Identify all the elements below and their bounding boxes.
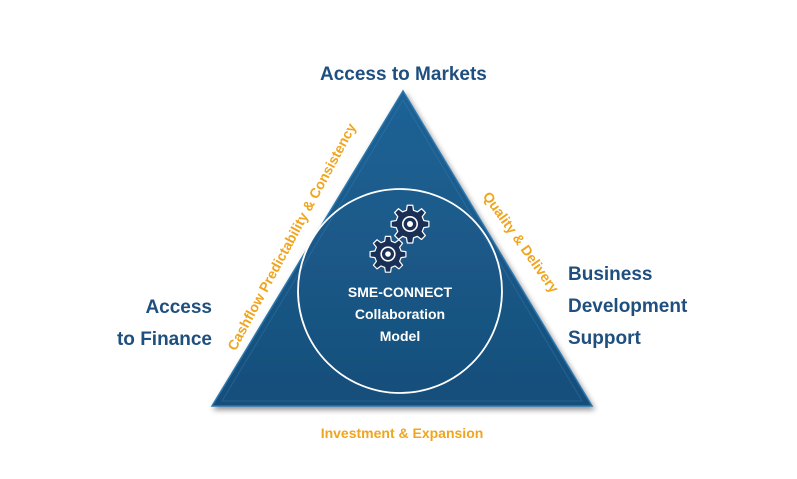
center-title: SME-CONNECT	[348, 284, 453, 300]
edge-label-bottom: Investment & Expansion	[321, 425, 484, 441]
vertex-label-left-line-2: to Finance	[116, 329, 212, 350]
vertex-label-right: Business Development Support	[568, 259, 687, 355]
vertex-label-right-line-1: Business	[568, 264, 653, 285]
triangle-inner-edge	[221, 99, 583, 402]
vertex-label-right-line-3: Support	[568, 328, 641, 349]
vertex-label-left: Access to Finance	[92, 292, 212, 356]
gears-icon	[369, 204, 430, 273]
vertex-label-top-line: Access to Markets	[320, 64, 487, 85]
gear-large-icon	[390, 204, 430, 244]
vertex-label-top: Access to Markets	[320, 59, 487, 91]
center-subtitle-line-1: Collaboration	[355, 306, 445, 322]
gear-small-icon	[369, 235, 407, 273]
vertex-label-right-line-2: Development	[568, 296, 688, 317]
center-subtitle-line-2: Model	[380, 328, 420, 344]
vertex-label-left-line-1: Access	[145, 297, 212, 318]
center-circle	[297, 188, 503, 394]
